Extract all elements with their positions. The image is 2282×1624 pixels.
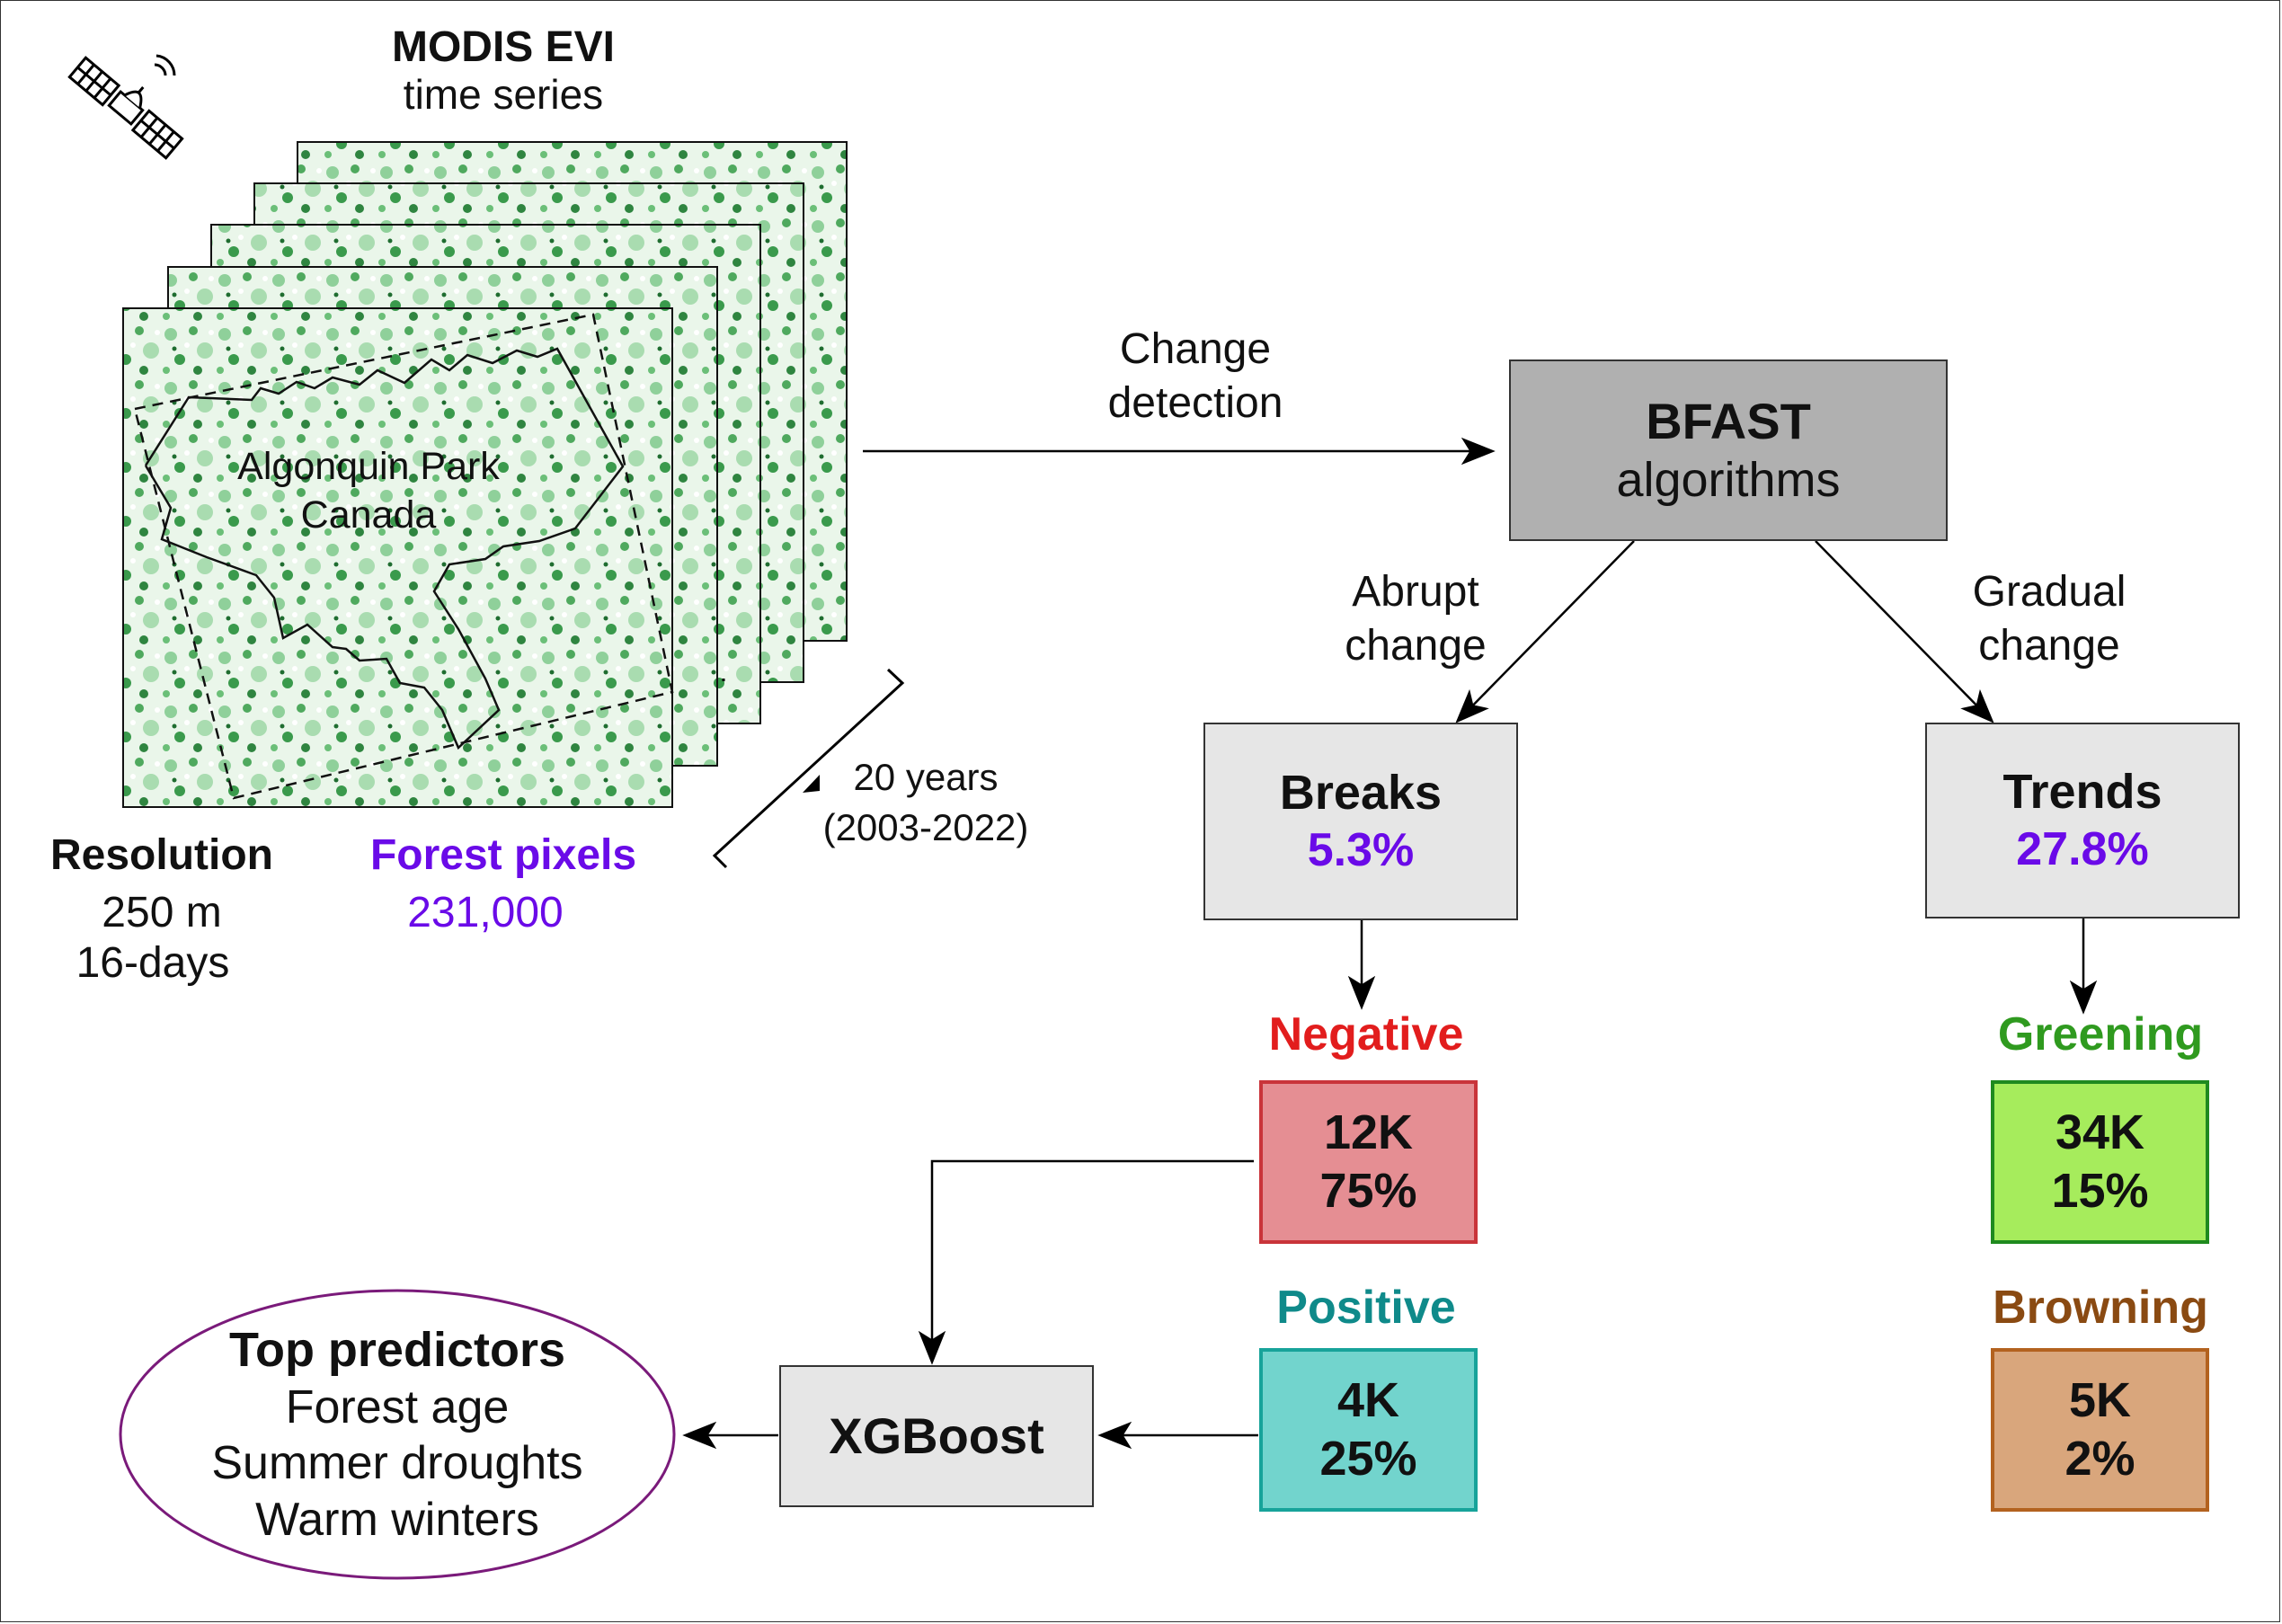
- map-label-line2: Canada: [300, 493, 437, 537]
- years-marker-icon: [803, 775, 820, 793]
- breaks-title: Breaks: [1279, 766, 1443, 821]
- change-detection-line2: detection: [1107, 379, 1283, 427]
- greening-percent: 15%: [2051, 1164, 2149, 1218]
- gradual-line2: change: [1978, 622, 2120, 670]
- resolution-spatial: 250 m: [102, 889, 222, 936]
- xgboost-box: XGBoost: [779, 1365, 1094, 1507]
- bfast-subtitle: algorithms: [1616, 453, 1841, 508]
- study-extent: [133, 313, 674, 800]
- positive-percent: 25%: [1319, 1432, 1417, 1486]
- park-boundary: [144, 347, 625, 750]
- arrow-negative-to-xgboost: [918, 1159, 1254, 1365]
- negative-box: 12K 75%: [1259, 1080, 1478, 1244]
- resolution-label: Resolution: [50, 831, 273, 879]
- change-detection-line1: Change: [1119, 325, 1272, 373]
- header-subtitle: time series: [403, 71, 604, 118]
- arrow-to-breaks: [1455, 540, 1635, 723]
- greening-count: 34K: [2055, 1105, 2145, 1160]
- forest-pixels-value: 231,000: [407, 889, 564, 936]
- trends-percent: 27.8%: [2016, 823, 2149, 876]
- trends-box: Trends 27.8%: [1925, 723, 2240, 918]
- browning-label: Browning: [1993, 1282, 2208, 1334]
- negative-percent: 75%: [1319, 1164, 1417, 1218]
- browning-percent: 2%: [2064, 1432, 2135, 1486]
- positive-box: 4K 25%: [1259, 1348, 1478, 1512]
- predictor-item: Warm winters: [255, 1493, 539, 1546]
- map-label-line1: Algonquin Park: [237, 445, 500, 488]
- breaks-percent: 5.3%: [1307, 824, 1415, 877]
- forest-pixels-label: Forest pixels: [369, 831, 637, 879]
- greening-label: Greening: [1997, 1008, 2204, 1060]
- browning-box: 5K 2%: [1991, 1348, 2209, 1512]
- positive-count: 4K: [1336, 1373, 1400, 1428]
- gradual-line1: Gradual: [1972, 568, 2127, 616]
- predictors-title: Top predictors: [228, 1323, 566, 1378]
- time-series-stack: [122, 141, 848, 808]
- signal-waves-icon: [154, 54, 176, 76]
- predictors-content: Top predictors Forest age Summer drought…: [135, 1318, 660, 1551]
- negative-label: Negative: [1268, 1008, 1464, 1060]
- browning-count: 5K: [2068, 1373, 2132, 1428]
- header-title: MODIS EVI: [391, 23, 616, 71]
- predictors-ellipse: [119, 1289, 676, 1580]
- satellite-icon: [67, 56, 184, 160]
- positive-label: Positive: [1276, 1282, 1456, 1334]
- period-range: (2003-2022): [822, 806, 1029, 848]
- greening-box: 34K 15%: [1991, 1080, 2209, 1244]
- bfast-title: BFAST: [1646, 393, 1811, 449]
- predictor-item: Forest age: [285, 1380, 510, 1433]
- bfast-box: BFAST algorithms: [1509, 359, 1948, 541]
- trends-title: Trends: [2002, 765, 2162, 820]
- breaks-box: Breaks 5.3%: [1203, 723, 1518, 920]
- period-years: 20 years: [853, 756, 999, 798]
- resolution-temporal: 16-days: [75, 939, 230, 987]
- abrupt-line1: Abrupt: [1352, 568, 1479, 616]
- xgboost-label: XGBoost: [829, 1407, 1044, 1465]
- negative-count: 12K: [1323, 1105, 1414, 1160]
- predictor-item: Summer droughts: [211, 1437, 583, 1490]
- arrow-to-trends: [1815, 540, 1994, 723]
- years-axis: [712, 668, 905, 869]
- abrupt-line2: change: [1345, 622, 1487, 670]
